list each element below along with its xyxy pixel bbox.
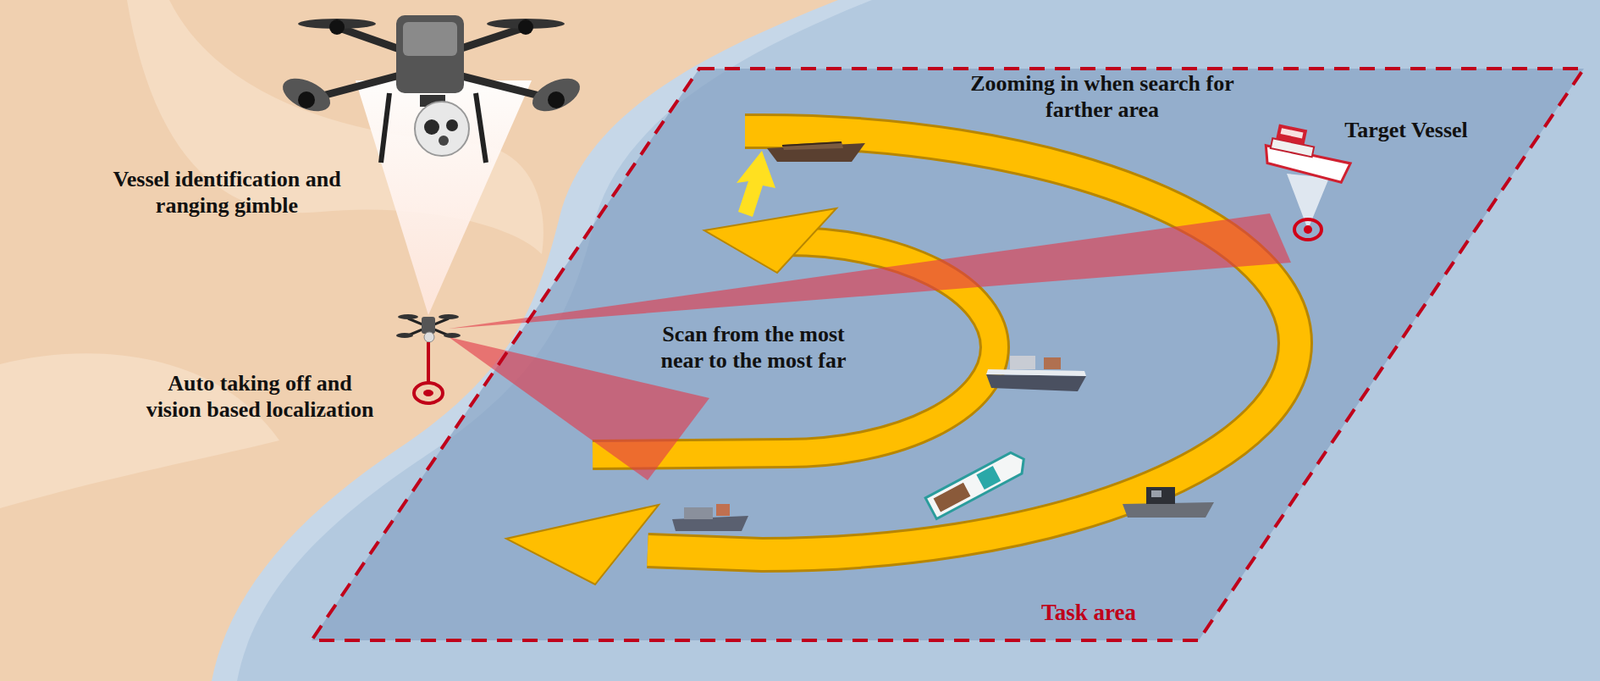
task-area-outline <box>311 68 1584 640</box>
takeoff-marker <box>413 382 443 403</box>
target-beam <box>1286 173 1330 230</box>
annotation-label: Target Vessel <box>1313 116 1500 144</box>
takeoff-marker <box>423 389 434 397</box>
region-label: Task area <box>1041 599 1137 626</box>
task-area: Task area <box>311 68 1584 640</box>
target-marker <box>1294 219 1322 240</box>
target-vessel <box>1261 121 1356 183</box>
takeoff-line <box>426 342 431 385</box>
boat-wooden <box>766 141 866 162</box>
zoom-arrow <box>736 150 776 217</box>
annotation-label: Vessel identification and ranging gimble <box>99 165 354 219</box>
boat <box>986 355 1087 392</box>
task-area-fill <box>311 68 1584 640</box>
annotation-label: Scan from the most near to the most far <box>639 320 868 374</box>
annotation-label: Auto taking off and vision based localiz… <box>143 369 377 423</box>
annotation-label: Zooming in when search for farther area <box>970 70 1235 123</box>
boat-teal <box>925 448 1030 519</box>
boat <box>1122 486 1214 518</box>
dashed-border <box>311 68 1584 640</box>
arrow-head <box>506 504 659 585</box>
ranging-beam <box>448 213 1292 329</box>
drone-small <box>396 314 461 343</box>
target-marker <box>1303 225 1313 234</box>
camera-cone <box>355 80 532 315</box>
arrow-head <box>704 208 837 273</box>
drone-large <box>277 15 585 163</box>
boat <box>672 503 749 531</box>
